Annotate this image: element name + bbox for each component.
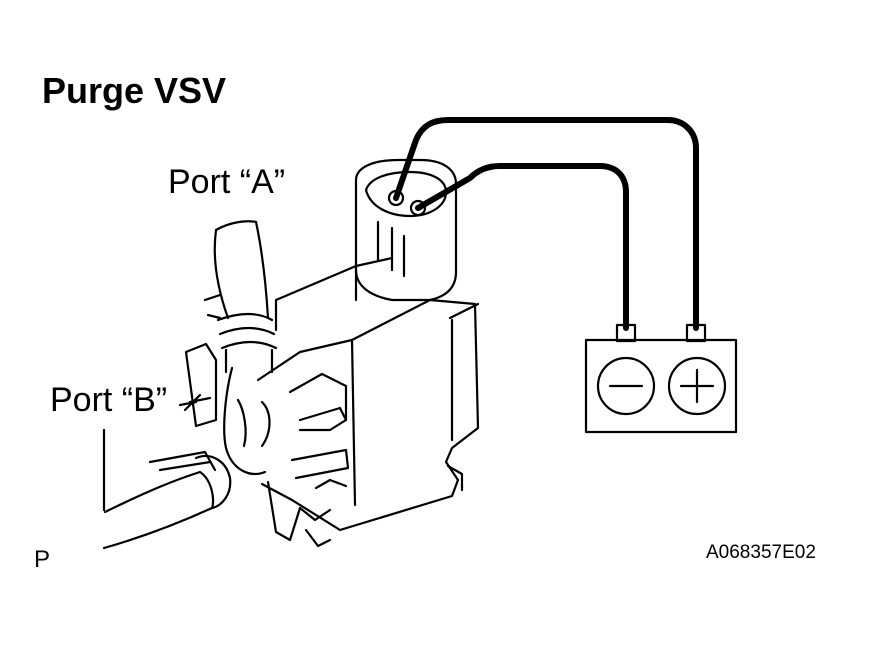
port-b-label: Port “B” [50,381,168,419]
corner-code: P [34,546,51,573]
port-a-label: Port “A” [168,163,286,201]
hose-port-b [102,393,232,550]
battery [584,323,738,434]
vsv-connector [354,158,458,302]
test-leads [393,117,699,331]
figure-id: A068357E02 [706,542,816,563]
hose-port-a [203,220,278,374]
vsv-body [184,256,480,548]
port-b-leader [178,400,198,407]
diagram-title: Purge VSV [42,70,227,111]
